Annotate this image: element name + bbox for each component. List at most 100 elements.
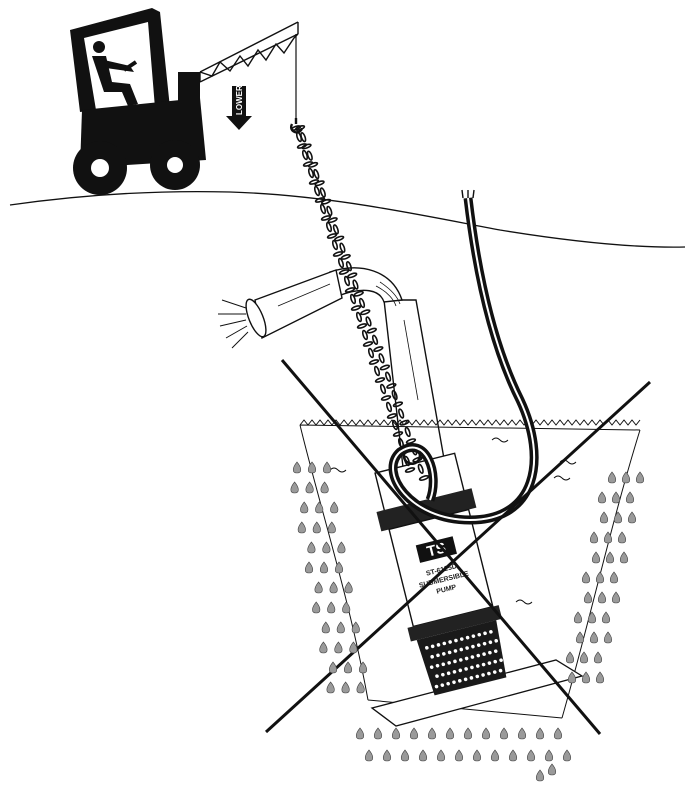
water-droplet-icon	[297, 521, 306, 534]
chain-link	[320, 198, 332, 205]
water-droplet-icon	[607, 471, 617, 484]
water-droplet-icon	[454, 749, 464, 762]
chain-link	[343, 275, 351, 287]
chain-link	[386, 382, 397, 389]
chain-link	[294, 125, 306, 131]
water-droplet-icon	[373, 727, 383, 740]
water-droplet-icon	[575, 631, 585, 644]
water-droplet-icon	[589, 631, 599, 644]
water-droplet-icon	[305, 481, 314, 494]
chain-link	[345, 260, 353, 272]
chain-link	[386, 413, 398, 419]
water-droplet-icon	[322, 541, 331, 554]
chain-link	[355, 311, 363, 323]
chain-link	[361, 329, 369, 341]
chain-link	[385, 371, 392, 382]
water-droplet-icon	[364, 749, 374, 762]
water-droplet-icon	[583, 591, 593, 604]
front-wheel-hub	[167, 157, 183, 173]
chain-link	[325, 221, 333, 233]
cross-line-a	[280, 359, 602, 735]
water-droplet-icon	[573, 611, 583, 624]
chain-link	[379, 383, 387, 395]
prohibited-cross-icon	[264, 359, 652, 735]
water-droplet-icon	[625, 491, 635, 504]
strainer-hole	[453, 649, 458, 653]
chain-link	[350, 305, 362, 311]
hose-run	[254, 269, 343, 340]
water-droplet-icon	[358, 661, 368, 674]
water-droplet-icon	[472, 749, 482, 762]
chain-link	[301, 143, 312, 150]
chain-link	[365, 316, 372, 327]
water-droplet-icon	[535, 769, 545, 782]
pit-outline	[299, 424, 641, 719]
chain-link	[404, 426, 411, 438]
strainer-hole	[487, 661, 492, 665]
chain-link	[371, 334, 379, 346]
steering-wheel	[122, 60, 138, 72]
water-droplet-icon	[314, 581, 323, 594]
chain-link	[403, 455, 411, 467]
water-droplet-icon	[391, 727, 401, 740]
pump-logo	[415, 536, 457, 563]
chain-link	[314, 197, 326, 203]
strainer-hole	[458, 658, 463, 662]
crane-post	[178, 72, 200, 112]
chain-link	[332, 251, 344, 257]
water-droplet-icon	[328, 661, 338, 674]
chain-link	[314, 180, 325, 187]
strainer-hole	[465, 635, 470, 640]
strainer-hole	[463, 677, 468, 682]
chain-link	[358, 297, 366, 309]
chain-link	[308, 179, 320, 185]
forklift-crane-icon: LOWER	[70, 8, 304, 195]
water-droplet-icon	[349, 641, 358, 654]
water-droplet-icon	[334, 561, 344, 574]
water-droplet-icon	[599, 511, 609, 524]
water-droplet-icon	[341, 681, 350, 694]
strainer-hole	[498, 668, 503, 673]
water-droplet-icon	[611, 591, 621, 604]
chain-link	[392, 431, 404, 437]
hose-highlights	[277, 281, 419, 401]
strainer-hole	[441, 662, 446, 667]
water-droplet-icon	[312, 601, 321, 614]
chain-link	[412, 456, 423, 463]
chain-link	[326, 233, 338, 239]
strainer-hole	[448, 640, 452, 644]
lower-label: LOWER	[235, 85, 244, 115]
water-droplet-icon	[312, 521, 321, 534]
water-droplet-icon	[490, 749, 500, 762]
chain-link	[344, 287, 356, 293]
strainer-hole	[492, 670, 497, 674]
strainer-hole	[441, 672, 445, 677]
strainer-hole	[482, 641, 487, 646]
strainer-hole	[454, 638, 458, 643]
strainer-hole	[452, 680, 456, 685]
pump-brand: TS	[425, 539, 448, 560]
water-droplet-icon	[343, 661, 353, 674]
chain-link	[398, 408, 405, 419]
chain-link	[362, 341, 374, 347]
water-droplet-icon	[351, 621, 360, 634]
water-droplet-icon	[409, 727, 419, 740]
chain-link	[319, 187, 326, 198]
strainer-hole	[488, 640, 493, 645]
water-droplet-icon	[595, 571, 605, 584]
cross-line-b	[264, 380, 652, 734]
strainer-hole	[458, 678, 462, 683]
strainer-hole	[494, 638, 499, 643]
water-droplet-icon	[336, 621, 345, 634]
ground-line	[9, 190, 685, 248]
water-droplet-icon	[526, 749, 536, 762]
strainer-hole	[425, 645, 429, 650]
strainer-hole	[435, 663, 440, 668]
chain-link	[333, 235, 345, 242]
water-surface-zigzag	[299, 419, 641, 426]
pump-lower-flange	[407, 605, 503, 642]
strainer-hole	[459, 647, 464, 652]
strainer-hole	[476, 653, 481, 658]
water-droplet-icon	[605, 551, 615, 564]
water-droplet-icon	[427, 727, 437, 740]
